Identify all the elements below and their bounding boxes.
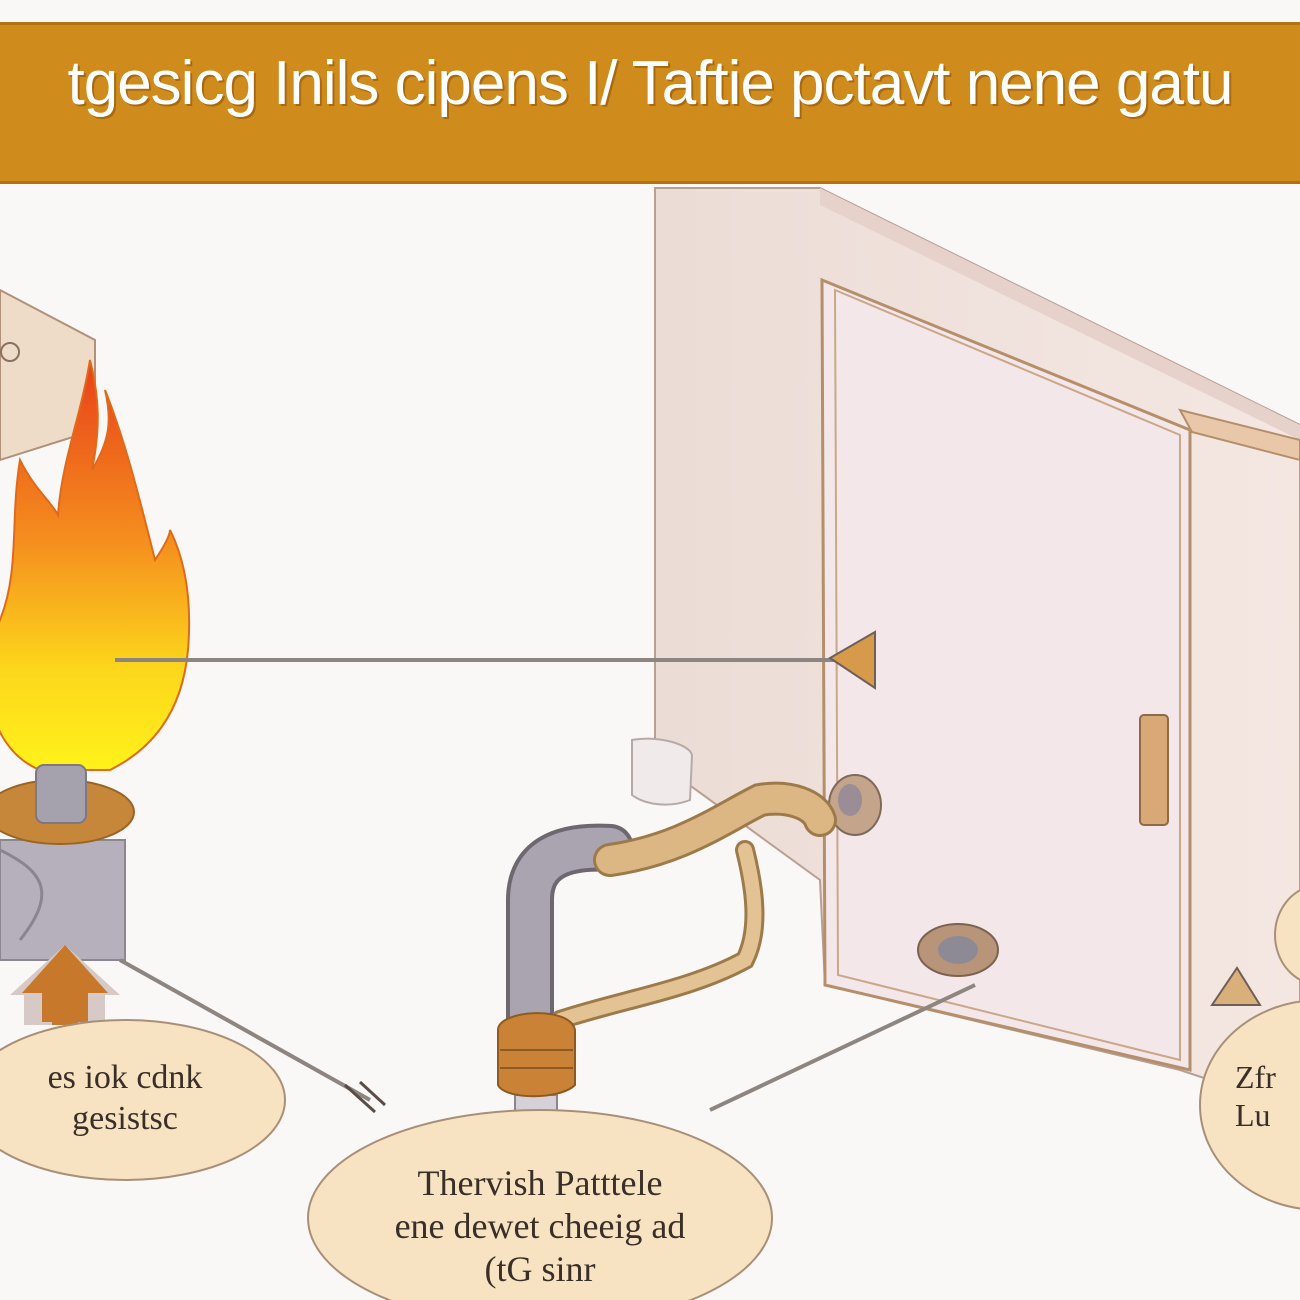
page-title: tgesicg Inils cipens I/ Taftie pctavt ne… (67, 49, 1233, 118)
arrowhead-right (1210, 966, 1262, 1006)
callout-left-line2: gesistsc (72, 1099, 178, 1137)
callout-left-line1: es iok cdnk (47, 1059, 203, 1096)
callout-bubbles (0, 889, 1300, 1300)
pointer-lines (115, 658, 976, 1112)
arrow-tail-left (343, 1080, 387, 1114)
callout-left: es iok cdnk gesistsc (0, 1058, 250, 1140)
callout-center-line1: Thervish Patttele (417, 1163, 663, 1203)
title-banner (0, 22, 1300, 184)
callout-right: Zfr Lu (1235, 1058, 1300, 1135)
burner-base (0, 764, 135, 961)
callout-right-line1: Zfr (1235, 1059, 1276, 1095)
arrowhead-door (828, 630, 876, 690)
door (820, 277, 1300, 1072)
gas-pipe-gray (506, 823, 634, 1054)
gas-flame (0, 359, 191, 771)
callout-center-line2: ene dewet cheeig ad (394, 1206, 686, 1247)
gas-valve (631, 737, 999, 977)
callout-right-line2: Lu (1235, 1097, 1271, 1134)
gas-pipe-copper (550, 781, 837, 1030)
up-arrow (10, 945, 120, 1025)
callout-center-line3: (tG sinr (484, 1249, 596, 1290)
callout-center: Thervish Patttele ene dewet cheeig ad (t… (330, 1162, 750, 1292)
door-handle (1139, 714, 1169, 826)
